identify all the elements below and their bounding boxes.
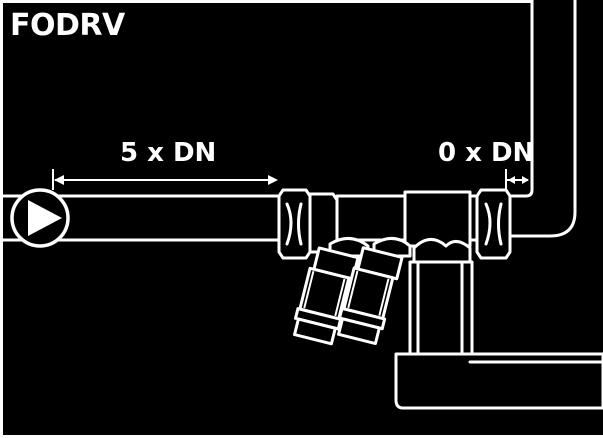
dimension-upstream <box>52 169 278 190</box>
arrow-icon <box>28 200 62 236</box>
test-port-right <box>337 246 404 346</box>
valve-bonnet <box>408 238 474 360</box>
downstream-distance-label: 0 x DN <box>438 138 535 168</box>
base-block <box>394 352 603 410</box>
left-union-nut <box>277 188 339 260</box>
riser-pipe-inner <box>506 0 534 198</box>
right-union-nut <box>475 188 512 260</box>
riser-pipe-outer <box>506 0 577 238</box>
test-port-left <box>293 246 360 346</box>
upstream-distance-label: 5 x DN <box>120 138 217 168</box>
dimension-downstream <box>505 169 529 190</box>
diagram-title: FODRV <box>10 8 125 43</box>
pump-icon <box>10 188 70 248</box>
